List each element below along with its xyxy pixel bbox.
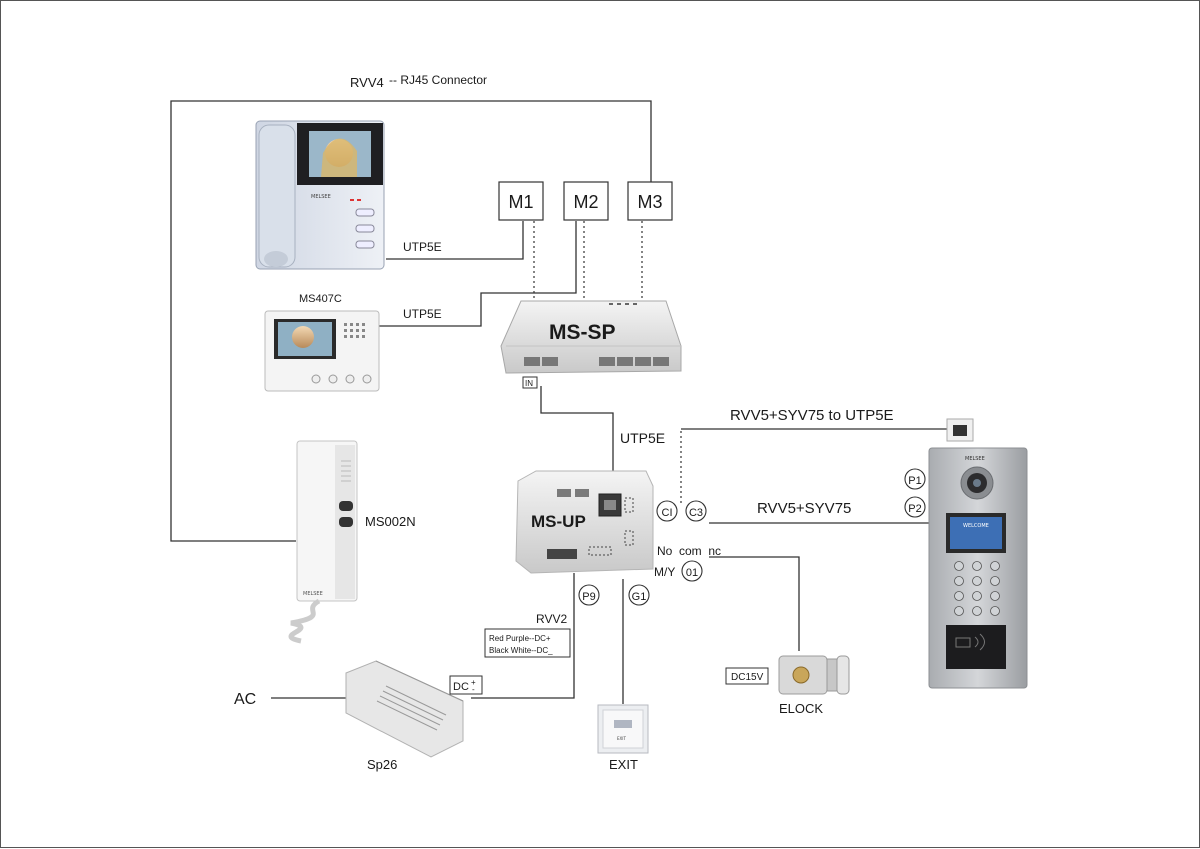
utp5e-label-2: UTP5E xyxy=(403,307,442,321)
monitor-brand: MELSEE xyxy=(311,194,331,200)
ac-label: AC xyxy=(234,691,256,708)
exit-label: EXIT xyxy=(609,757,638,772)
elock-device xyxy=(778,655,850,695)
rj45-jack-icon xyxy=(946,418,974,442)
ms-up-unit: MS-UP xyxy=(515,470,654,574)
terminal-g1: G1 xyxy=(632,591,647,603)
dc-plus-sign: + xyxy=(471,678,476,687)
utp5e-wire-m1 xyxy=(386,221,524,260)
in-label: IN xyxy=(525,379,533,388)
door-station-panel: MELSEE WELCOME xyxy=(928,447,1028,689)
terminal-p1: P1 xyxy=(908,475,921,487)
terminal-c3: C3 xyxy=(689,507,703,519)
terminal-p2: P2 xyxy=(908,503,921,515)
black-white-label: Black White--DC_ xyxy=(489,646,553,655)
dc-label: DC xyxy=(453,681,469,693)
panel-lcd xyxy=(950,517,1002,549)
rvv5-utp-label: RVV5+SYV75 to UTP5E xyxy=(730,407,894,424)
utp5e-label-3: UTP5E xyxy=(620,430,665,446)
ms-sp-label: MS-SP xyxy=(549,321,616,344)
ms002n-handset: MELSEE xyxy=(288,440,358,644)
ms407c-label: MS407C xyxy=(299,293,342,305)
lcd-welcome: WELCOME xyxy=(963,523,989,529)
m2-box: M2 xyxy=(563,181,609,221)
dc15v-label: DC15V xyxy=(731,672,764,683)
keypad xyxy=(954,561,1000,616)
rvv5-label: RVV5+SYV75 xyxy=(757,500,851,517)
terminal-p9: P9 xyxy=(582,591,595,603)
elock-label: ELOCK xyxy=(779,701,823,716)
m3-box: M3 xyxy=(627,181,673,221)
relay-contacts-label: No com nc xyxy=(657,544,721,558)
m2-label: M2 xyxy=(573,192,598,212)
rvv4-wire xyxy=(170,100,652,542)
m1-label: M1 xyxy=(508,192,533,212)
dc-minus-sign: - xyxy=(472,685,475,694)
ms002n-brand: MELSEE xyxy=(303,591,323,597)
exit-button-device: EXIT xyxy=(597,704,649,754)
utp5e-label-1: UTP5E xyxy=(403,240,442,254)
m3-label: M3 xyxy=(637,192,662,212)
utp5e-wire-m2 xyxy=(379,221,577,327)
ms002n-label: MS002N xyxy=(365,514,416,529)
ms-sp-switch: MS-SP xyxy=(500,300,682,374)
terminal-ci: CI xyxy=(662,507,673,519)
red-purple-label: Red Purple--DC+ xyxy=(489,634,551,643)
video-monitor: MELSEE xyxy=(255,120,385,270)
rvv2-label: RVV2 xyxy=(536,612,567,626)
m1-box: M1 xyxy=(498,181,544,221)
power-wire xyxy=(471,573,575,699)
utp5e-wire-up xyxy=(540,386,614,506)
sp26-power-supply xyxy=(345,660,464,758)
my-label: M/Y xyxy=(654,565,675,579)
dotted-links xyxy=(533,221,682,506)
rvv4-label: RVV4 xyxy=(350,75,384,90)
sp26-label: Sp26 xyxy=(367,757,397,772)
elock-wire xyxy=(709,556,800,651)
card-reader xyxy=(946,625,1006,669)
rvv5-utp-wire xyxy=(681,428,954,439)
ms-up-label: MS-UP xyxy=(531,512,586,531)
panel-brand: MELSEE xyxy=(965,456,985,462)
rj45-label: -- RJ45 Connector xyxy=(389,73,487,87)
ms407c-monitor xyxy=(264,310,380,392)
exit-plate-text: EXIT xyxy=(617,736,626,741)
terminal-01: 01 xyxy=(686,567,698,579)
terminal-markers xyxy=(578,468,926,606)
